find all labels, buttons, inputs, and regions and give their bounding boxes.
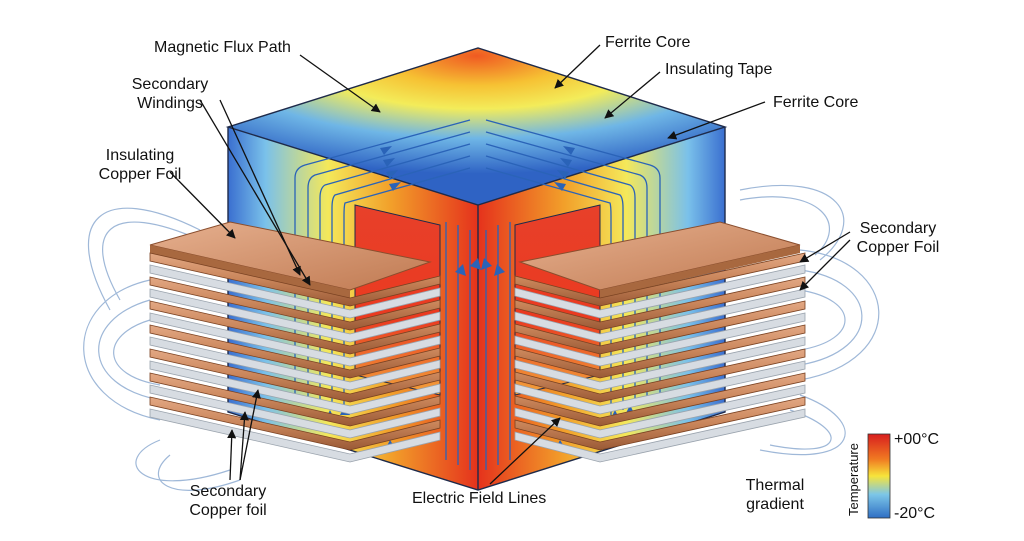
insulation-layer (514, 264, 806, 319)
temperature-scale-bar (867, 433, 891, 519)
legend-min-label: -20°C (894, 505, 936, 522)
label-secondary-copper-foil-right: Secondary Copper Foil (856, 220, 940, 256)
insulation-layer (149, 360, 441, 415)
legend-axis-title: Temperature (846, 443, 861, 516)
core-edges (225, 47, 728, 491)
label-magnetic-flux-path: Magnetic Flux Path (154, 39, 291, 56)
insulation-layer (514, 408, 806, 463)
copper-foil-layer (149, 348, 441, 403)
flux-lines-left (294, 119, 471, 470)
copper-foil-layer (149, 252, 441, 307)
label-secondary-copper-foil-bottom: Secondary Copper foil (189, 483, 267, 519)
external-field-lines (83, 184, 880, 491)
label-ferrite-core-right: Ferrite Core (773, 94, 859, 111)
insulation-layer (149, 384, 441, 439)
right-winding-stack (514, 221, 806, 463)
label-thermal-gradient: Thermal gradient (745, 477, 805, 513)
label-secondary-windings: Secondary Windings (131, 76, 209, 112)
copper-foil-layer (149, 324, 441, 379)
label-ferrite-core-top: Ferrite Core (605, 34, 691, 51)
label-insulating-copper-foil: Insulating Copper Foil (98, 147, 182, 183)
insulation-layer (149, 264, 441, 319)
insulation-layer (514, 336, 806, 391)
copper-foil-layer (149, 396, 441, 451)
insulation-layer (514, 288, 806, 343)
insulation-layer (149, 408, 441, 463)
insulation-layer (514, 360, 806, 415)
annotation-leaders (169, 44, 851, 485)
copper-foil-layer (149, 300, 441, 355)
copper-foil-layer (149, 372, 441, 427)
copper-foil-layer (514, 372, 806, 427)
copper-foil-layer (514, 348, 806, 403)
legend-max-label: +00°C (894, 431, 940, 448)
insulation-layer (514, 384, 806, 439)
insulation-layer (149, 288, 441, 343)
copper-foil-layer (514, 396, 806, 451)
insulation-layer (514, 312, 806, 367)
left-winding-stack (149, 221, 441, 463)
label-insulating-tape: Insulating Tape (665, 61, 773, 78)
copper-foil-layer (514, 324, 806, 379)
copper-foil-layer (149, 276, 441, 331)
label-electric-field-lines: Electric Field Lines (412, 490, 547, 507)
insulation-layer (149, 312, 441, 367)
insulation-layer (149, 336, 441, 391)
copper-foil-layer (514, 300, 806, 355)
